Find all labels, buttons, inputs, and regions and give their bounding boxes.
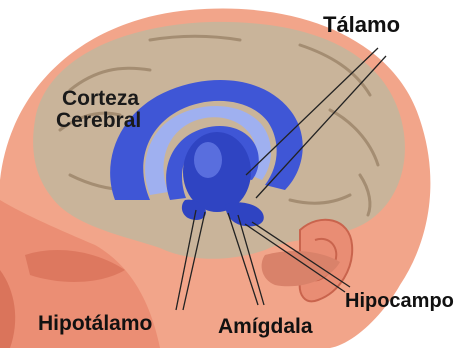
label-corteza-line1: Corteza (62, 88, 139, 110)
label-hipocampo: Hipocampo (345, 291, 454, 311)
label-amigdala: Amígdala (218, 316, 313, 337)
label-talamo: Tálamo (323, 14, 400, 36)
thalamus-highlight (194, 142, 222, 178)
label-hipotalamo: Hipotálamo (38, 313, 152, 334)
label-corteza-line2: Cerebral (56, 110, 141, 132)
